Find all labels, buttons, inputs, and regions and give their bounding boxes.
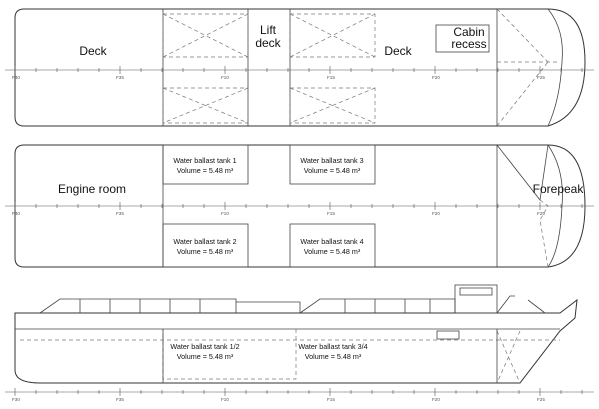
wheelhouse bbox=[454, 284, 498, 314]
frame-label: F10 bbox=[221, 211, 229, 216]
frame-label: F25 bbox=[537, 211, 545, 216]
deck-plan: Deck Lift deck Deck Cabin recess F30 F35… bbox=[5, 8, 594, 127]
tank-4-volume: Volume = 5.48 m³ bbox=[304, 247, 361, 256]
side-tank-34-volume: Volume = 5.48 m³ bbox=[305, 352, 362, 361]
side-tank-34-name: Water ballast tank 3/4 bbox=[298, 342, 367, 351]
tank-2-box bbox=[162, 223, 249, 268]
railing-posts bbox=[79, 299, 431, 313]
side-tank-12-volume: Volume = 5.48 m³ bbox=[177, 352, 234, 361]
deck-right-label: Deck bbox=[384, 44, 412, 58]
frame-label: F35 bbox=[116, 211, 124, 216]
frame-label: F30 bbox=[12, 211, 20, 216]
frame-label: F15 bbox=[327, 397, 335, 402]
tank-2-volume: Volume = 5.48 m³ bbox=[177, 247, 234, 256]
frame-label: F20 bbox=[432, 397, 440, 402]
deck-plan-hull bbox=[14, 8, 586, 127]
tank-3-box bbox=[289, 144, 376, 185]
lift-coaming bbox=[236, 301, 301, 313]
cabin-recess-label-line2: recess bbox=[451, 37, 486, 51]
cabin-recess-label-line1: Cabin bbox=[453, 25, 484, 39]
side-hull bbox=[14, 298, 578, 384]
bow-mast bbox=[496, 295, 515, 314]
lift-deck-label-line1: Lift bbox=[260, 23, 277, 37]
frame-label: F25 bbox=[537, 75, 545, 80]
deck-plan-bow-line bbox=[547, 8, 563, 127]
side-frame-labels: F30 F35 F10 F15 F20 F25 bbox=[12, 397, 545, 402]
engine-room-label: Engine room bbox=[58, 182, 126, 196]
deck-frame-labels: F30 F35 F10 F15 F20 F25 bbox=[12, 75, 545, 80]
frame-label: F10 bbox=[221, 397, 229, 402]
tank-plan-hull bbox=[14, 144, 586, 268]
lift-deck-label-line2: deck bbox=[255, 36, 281, 50]
side-view: Water ballast tank 1/2 Volume = 5.48 m³ … bbox=[5, 284, 594, 402]
tank-1-volume: Volume = 5.48 m³ bbox=[177, 166, 234, 175]
cabin-recess-box bbox=[435, 24, 490, 53]
forepeak-label: Forepeak bbox=[533, 182, 585, 196]
tank-1-name: Water ballast tank 1 bbox=[173, 156, 236, 165]
frame-label: F10 bbox=[221, 75, 229, 80]
aft-coaming bbox=[39, 298, 237, 314]
fwd-coaming bbox=[299, 298, 456, 314]
frame-label: F20 bbox=[432, 75, 440, 80]
frame-ticks bbox=[14, 202, 583, 210]
frame-label: F15 bbox=[327, 211, 335, 216]
frame-label: F30 bbox=[12, 397, 20, 402]
frame-label: F35 bbox=[116, 397, 124, 402]
deck-hatches bbox=[162, 8, 560, 127]
side-tanks-box bbox=[162, 328, 297, 380]
frame-ticks bbox=[14, 388, 583, 396]
tank-4-name: Water ballast tank 4 bbox=[300, 237, 363, 246]
tank-frame-labels: F30 F35 F10 F15 F20 F25 bbox=[12, 211, 545, 216]
frame-label: F25 bbox=[537, 397, 545, 402]
frame-label: F20 bbox=[432, 211, 440, 216]
frame-label: F35 bbox=[116, 75, 124, 80]
tank-1-box bbox=[162, 144, 249, 185]
side-vent bbox=[436, 330, 460, 340]
tank-plan: Engine room Forepeak Water ballast tank … bbox=[5, 144, 594, 268]
frame-ticks bbox=[14, 66, 583, 74]
deck-left-label: Deck bbox=[79, 44, 107, 58]
tank-4-box bbox=[289, 223, 376, 268]
frame-label: F15 bbox=[327, 75, 335, 80]
tank-2-name: Water ballast tank 2 bbox=[173, 237, 236, 246]
tank-3-volume: Volume = 5.48 m³ bbox=[304, 166, 361, 175]
wheelhouse-window bbox=[459, 287, 493, 296]
frame-label: F30 bbox=[12, 75, 20, 80]
tank-3-name: Water ballast tank 3 bbox=[300, 156, 363, 165]
side-tank-12-name: Water ballast tank 1/2 bbox=[170, 342, 239, 351]
